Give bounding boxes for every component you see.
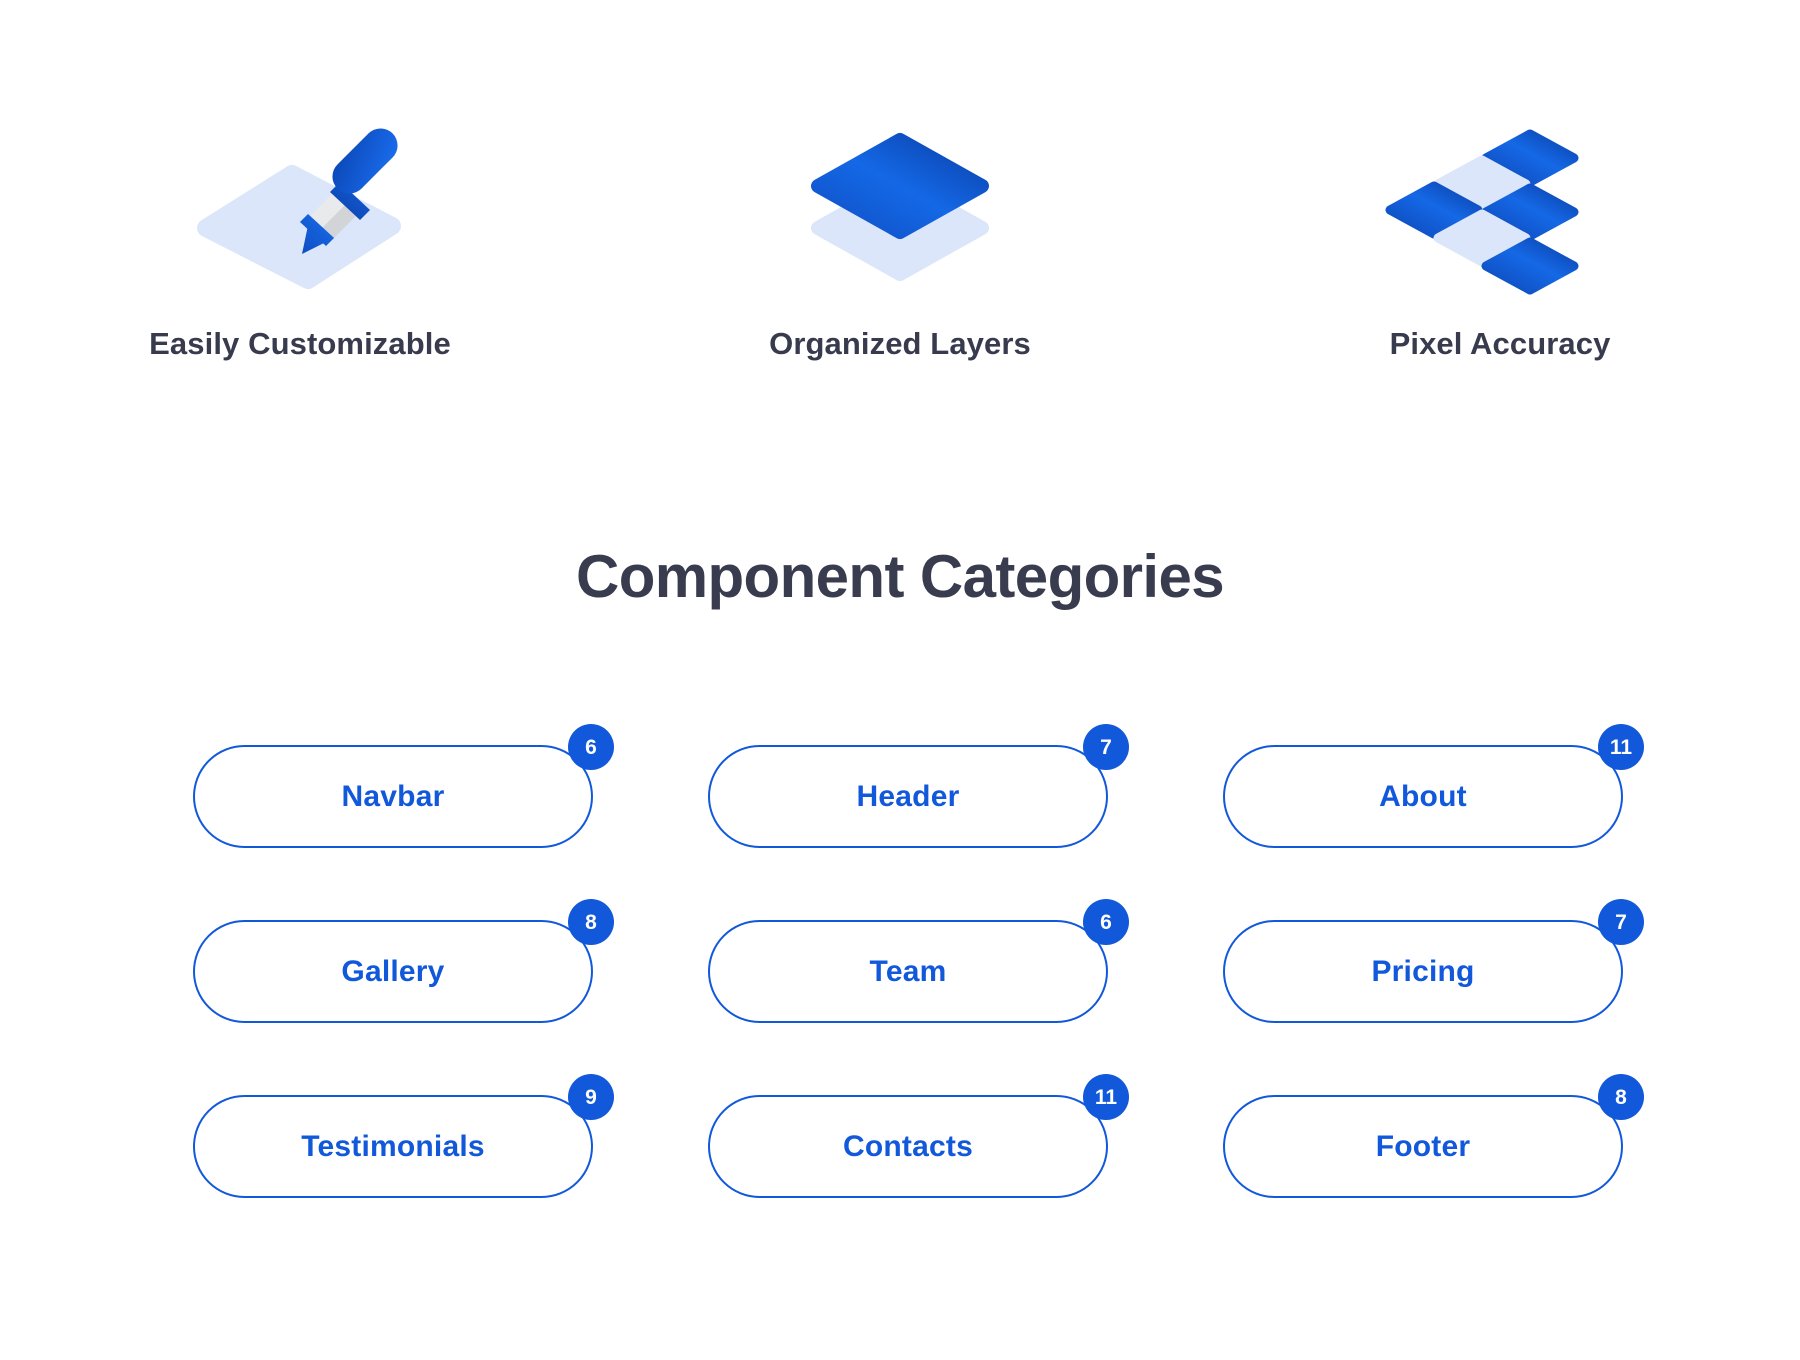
feature-organized-layers: Organized Layers (600, 104, 1200, 362)
category-label: About (1379, 779, 1467, 813)
category-count-badge: 7 (1083, 724, 1129, 770)
pixel-diamond-low-left-light (1433, 209, 1531, 267)
pixel-diamond-left (1385, 181, 1483, 239)
category-count-badge: 6 (1083, 899, 1129, 945)
category-label: Testimonials (301, 1129, 485, 1163)
category-label: Footer (1375, 1129, 1471, 1163)
category-label: Team (869, 954, 947, 988)
category-pill-gallery[interactable]: Gallery 8 (193, 899, 614, 1023)
feature-easily-customizable: Easily Customizable (0, 104, 600, 362)
feature-pixel-accuracy: Pixel Accuracy (1200, 104, 1800, 362)
eyedropper-icon (197, 128, 401, 289)
category-count-badge: 7 (1598, 899, 1644, 945)
category-label: Contacts (843, 1129, 973, 1163)
category-pill-testimonials[interactable]: Testimonials 9 (193, 1074, 614, 1198)
category-pill-footer[interactable]: Footer 8 (1223, 1074, 1644, 1198)
category-pill-team[interactable]: Team 6 (708, 899, 1129, 1023)
eyedropper-bulb (332, 128, 398, 194)
feature-label: Pixel Accuracy (1389, 326, 1611, 361)
layers-top-diamond (811, 133, 989, 239)
category-label: Pricing (1371, 954, 1475, 988)
page-title: Component Categories (575, 543, 1225, 610)
pixel-grid-icon (1385, 129, 1579, 295)
category-label: Navbar (341, 779, 445, 813)
eyedropper-sheet (197, 165, 401, 289)
pixel-diamond-bottom (1481, 237, 1579, 295)
category-count-badge: 11 (1598, 724, 1644, 770)
category-count-badge: 11 (1083, 1074, 1129, 1120)
category-pill-pricing[interactable]: Pricing 7 (1223, 899, 1644, 1023)
category-label: Header (856, 779, 960, 813)
category-count-badge: 9 (568, 1074, 614, 1120)
eyedropper-tip-body (300, 214, 334, 246)
feature-row: Easily Customizable Organized Layers (0, 104, 1800, 362)
category-count-badge: 8 (568, 899, 614, 945)
category-pill-contacts[interactable]: Contacts 11 (708, 1074, 1129, 1198)
layers-icon (811, 133, 989, 281)
feature-label: Easily Customizable (149, 326, 451, 361)
category-pill-about[interactable]: About 11 (1223, 724, 1644, 848)
eyedropper-collar (330, 182, 370, 220)
category-count-badge: 8 (1598, 1074, 1644, 1120)
category-pill-header[interactable]: Header 7 (708, 724, 1129, 848)
component-category-grid: Navbar 6 Header 7 About 11 Gallery 8 Tea… (193, 724, 1644, 1198)
category-count-badge: 6 (568, 724, 614, 770)
feature-label: Organized Layers (769, 326, 1031, 361)
category-pill-navbar[interactable]: Navbar 6 (193, 724, 614, 848)
category-label: Gallery (341, 954, 445, 988)
